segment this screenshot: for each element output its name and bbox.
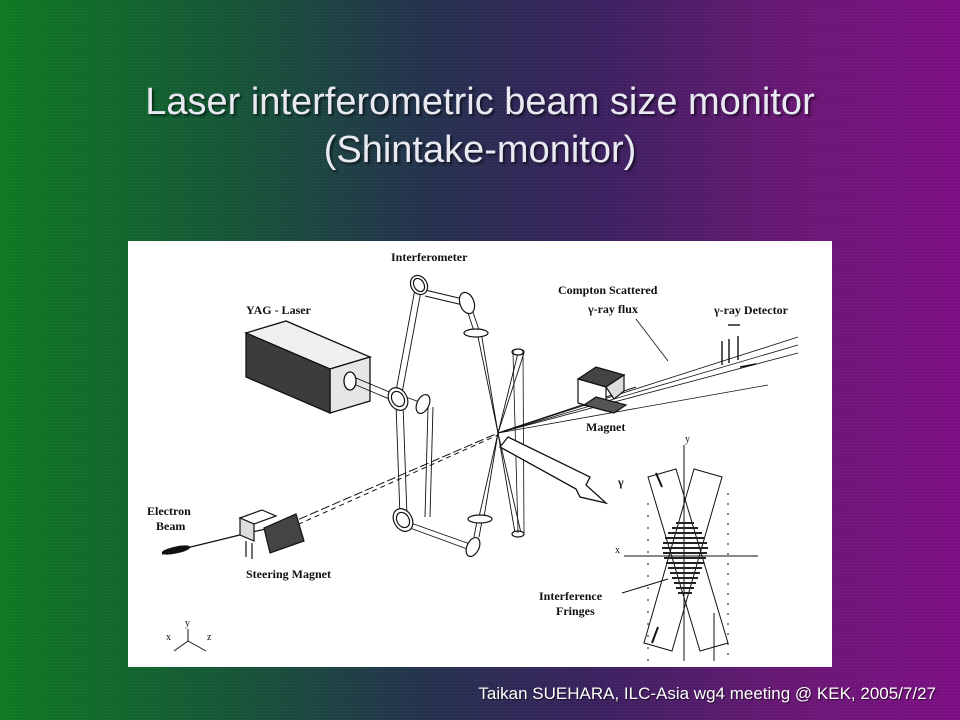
bending-magnet	[576, 366, 628, 414]
gamma-detector	[721, 324, 757, 368]
label-magnet: Magnet	[586, 420, 625, 434]
inset-axis-x: x	[615, 545, 620, 556]
slide-footer: Taikan SUEHARA, ILC-Asia wg4 meeting @ K…	[478, 684, 936, 703]
laser-beam-paths	[355, 288, 525, 551]
diagram-svg: Interferometer YAG - Laser Compton Scatt…	[147, 250, 799, 661]
interferometer-mirrors	[387, 274, 525, 558]
label-gamma-detector: γ-ray Detector	[713, 303, 789, 317]
axis-y-label: y	[185, 618, 190, 629]
axis-x-label: x	[166, 632, 171, 643]
label-yag-laser: YAG - Laser	[246, 303, 312, 317]
steering-magnet	[238, 509, 305, 559]
slide-title: Laser interferometric beam size monitor …	[0, 78, 960, 174]
label-compton-1: Compton Scattered	[558, 283, 658, 297]
inset-axis-y: y	[685, 434, 690, 445]
shintake-monitor-diagram: Interferometer YAG - Laser Compton Scatt…	[128, 241, 832, 667]
coordinate-axes	[173, 629, 207, 652]
label-gamma: γ	[617, 475, 624, 489]
axis-z-label: z	[207, 632, 212, 643]
title-line-1: Laser interferometric beam size monitor	[145, 81, 815, 123]
label-steering-magnet: Steering Magnet	[246, 567, 331, 581]
fringe-stripes	[662, 522, 708, 594]
label-electron-2: Beam	[156, 519, 185, 533]
label-electron-1: Electron	[147, 504, 191, 518]
fringe-pointer	[621, 578, 669, 594]
compton-gamma-flux	[497, 318, 799, 434]
yag-laser-box	[244, 320, 372, 414]
label-compton-2: γ-ray flux	[587, 302, 638, 316]
label-fringes-1: Interference	[539, 589, 603, 603]
zoom-arrow	[499, 436, 609, 505]
label-interferometer: Interferometer	[391, 250, 468, 264]
label-fringes-2: Fringes	[556, 604, 595, 618]
title-line-2: (Shintake-monitor)	[323, 129, 637, 171]
